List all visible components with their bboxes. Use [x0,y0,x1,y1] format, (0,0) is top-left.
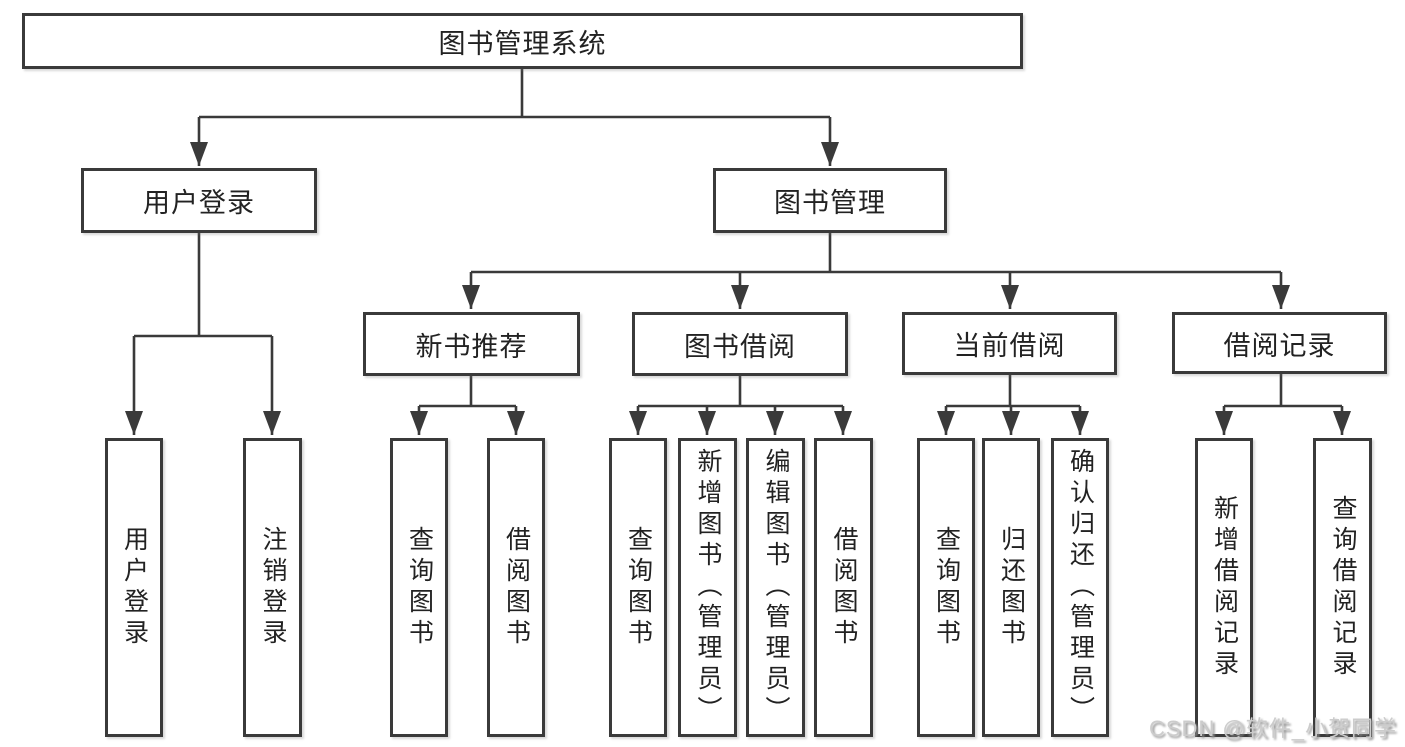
leaf-logout-label: 注销登录 [259,525,287,650]
leaf-query-books-borrowing-label: 查询图书 [624,525,653,650]
leaf-borrow-books-borrowing-label: 借阅图书 [830,525,858,650]
node-current-borrowing: 当前借阅 [902,312,1117,375]
csdn-watermark: CSDN @软件_小贺同学 [1148,716,1397,741]
node-new-book-recommendation: 新书推荐 [363,312,580,376]
leaf-borrow-books-recommend: 借阅图书 [487,438,545,737]
leaf-add-books-admin: 新增图书（管理员） [678,438,737,737]
leaf-query-borrow-record: 查询借阅记录 [1313,438,1372,737]
leaf-query-books-current: 查询图书 [917,438,975,737]
leaf-query-books-recommend: 查询图书 [390,438,448,737]
leaf-borrow-books-borrowing: 借阅图书 [814,438,873,737]
leaf-logout: 注销登录 [243,438,302,737]
leaf-query-books-recommend-label: 查询图书 [405,525,434,650]
leaf-user-login: 用户登录 [105,438,163,737]
leaf-query-borrow-record-label: 查询借阅记录 [1329,494,1357,681]
leaf-add-books-admin-label: 新增图书（管理员） [694,448,722,727]
node-library-management-system: 图书管理系统 [22,13,1023,69]
leaf-return-books-label: 归还图书 [997,525,1026,650]
leaf-edit-books-admin-label: 编辑图书（管理员） [762,448,790,727]
leaf-query-books-borrowing: 查询图书 [609,438,667,737]
leaf-confirm-return-admin-label: 确认归还（管理员） [1066,448,1095,727]
leaf-edit-books-admin: 编辑图书（管理员） [746,438,805,737]
node-borrowing-records: 借阅记录 [1172,312,1387,374]
leaf-add-borrow-record-label: 新增借阅记录 [1210,494,1239,681]
node-book-borrowing: 图书借阅 [632,312,848,376]
node-user-login: 用户登录 [81,168,317,233]
leaf-user-login-label: 用户登录 [120,525,149,650]
node-book-management: 图书管理 [713,168,947,233]
leaf-add-borrow-record: 新增借阅记录 [1195,438,1253,737]
leaf-confirm-return-admin: 确认归还（管理员） [1051,438,1109,737]
leaf-return-books: 归还图书 [982,438,1040,737]
leaf-query-books-current-label: 查询图书 [932,525,961,650]
leaf-borrow-books-recommend-label: 借阅图书 [502,525,531,650]
